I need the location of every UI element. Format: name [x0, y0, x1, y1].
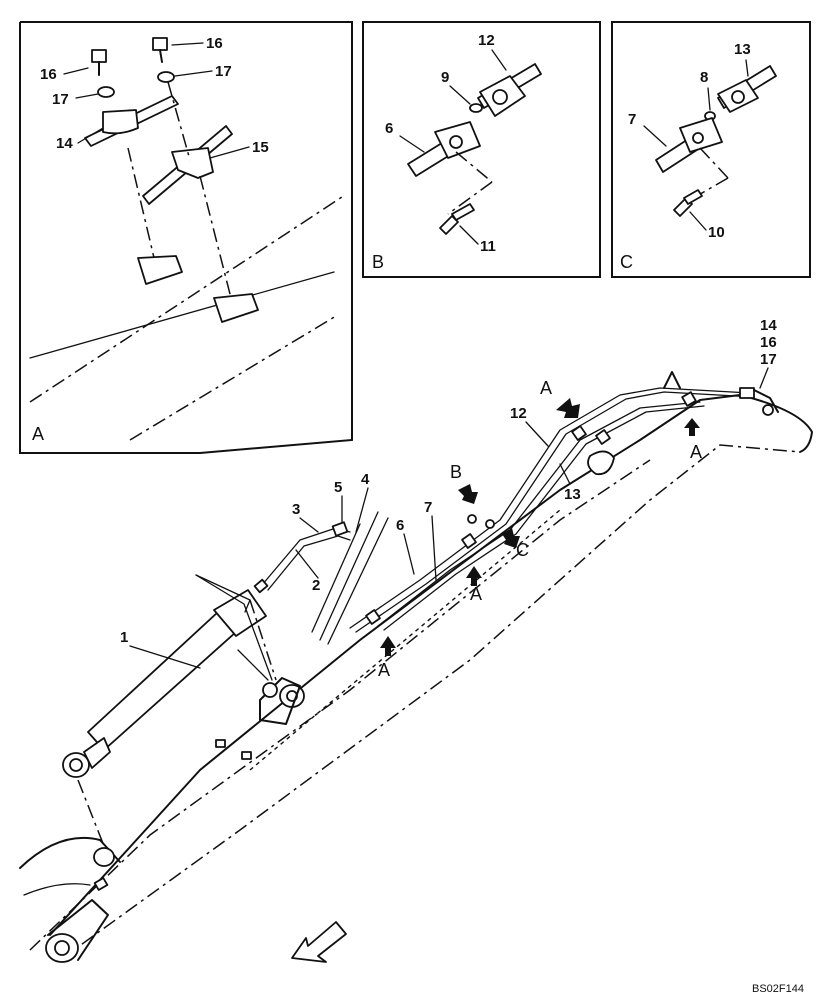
panel-c-letter: C	[620, 252, 633, 272]
callout-13-c: 13	[734, 41, 751, 58]
callout-9: 9	[441, 69, 449, 86]
view-marker-a-low: A	[378, 660, 390, 680]
callout-13: 13	[564, 486, 581, 503]
callout-16-left: 16	[40, 66, 57, 83]
view-marker-a-mid: A	[470, 584, 482, 604]
panel-c: 13 8 7 10 C	[611, 21, 811, 278]
callout-6-b: 6	[385, 120, 393, 137]
callout-16-right: 16	[206, 35, 223, 52]
callout-6: 6	[396, 517, 404, 534]
callout-8: 8	[700, 69, 708, 86]
callout-4: 4	[361, 471, 370, 488]
callout-3: 3	[292, 501, 300, 518]
callout-12: 12	[510, 405, 527, 422]
callout-5: 5	[334, 479, 342, 496]
reference-code: BS02F144	[752, 983, 804, 995]
view-arrow-icon	[380, 398, 700, 656]
view-marker-b: B	[450, 462, 462, 482]
view-marker-a-top: A	[540, 378, 552, 398]
callout-11: 11	[480, 238, 496, 255]
panel-a: 16 16 17 17 14 15 A	[19, 21, 353, 454]
view-marker-a-right: A	[690, 442, 702, 462]
callout-17-stack: 17	[760, 351, 777, 368]
panel-a-letter: A	[32, 424, 44, 444]
view-marker-c: C	[516, 540, 529, 560]
callout-16-stack: 16	[760, 334, 777, 351]
callout-15: 15	[252, 139, 269, 156]
callout-14-stack: 14	[760, 317, 777, 334]
callout-17-left: 17	[52, 91, 69, 108]
callout-1: 1	[120, 629, 128, 646]
callout-7-c: 7	[628, 111, 636, 128]
callout-2: 2	[312, 577, 320, 594]
panel-b-letter: B	[372, 252, 384, 272]
callout-10: 10	[708, 224, 725, 241]
main-assembly: 1 2 3 4 5 6 7 12 13 14 16 17	[19, 317, 813, 963]
callout-17-right: 17	[215, 63, 232, 80]
callout-7: 7	[424, 499, 432, 516]
callout-14: 14	[56, 135, 73, 152]
arrow-outline-icon	[291, 921, 347, 963]
panel-b: 12 9 6 11 B	[362, 21, 601, 278]
callout-12-b: 12	[478, 32, 495, 49]
